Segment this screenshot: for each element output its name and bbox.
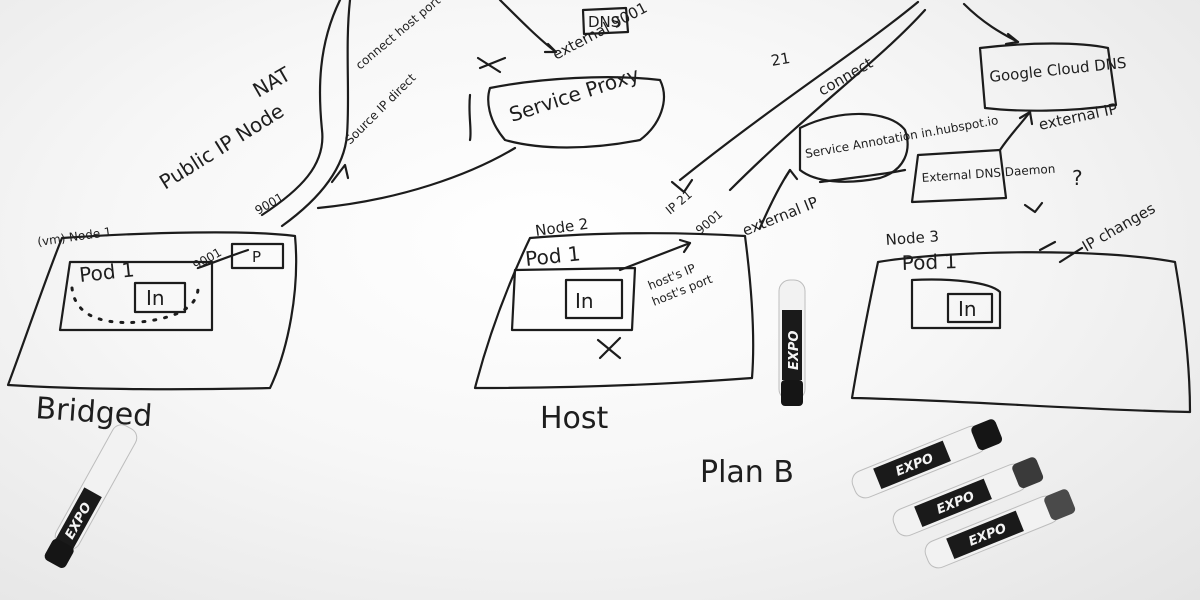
node3-label: Node 3 — [885, 227, 940, 249]
node1-label: (vm) Node 1 — [36, 225, 112, 249]
caret-mark — [1023, 201, 1044, 214]
dns-top-label: DNS — [588, 13, 620, 31]
arrow-head-daemon — [1018, 110, 1034, 126]
arrow-head-dns — [543, 42, 558, 54]
google-cloud-dns-box — [978, 42, 1118, 112]
nat-line-left — [260, 0, 342, 217]
node2-pod-label: Pod 1 — [524, 241, 582, 271]
node2-in-label: In — [575, 289, 594, 313]
marker-upright-brand: EXPO — [787, 331, 802, 370]
external-ip-top-label: external IP — [1037, 100, 1119, 134]
pod-to-host-ip-head — [678, 238, 692, 254]
node2-x-mark — [596, 336, 622, 360]
nat-label: NAT — [249, 62, 296, 103]
node1-9001-b-label: 9001 — [253, 190, 286, 217]
question-mark-label: ? — [1072, 166, 1083, 190]
public-ip-node-label: Public IP Node — [155, 99, 288, 195]
ip-change-dash-2 — [1058, 246, 1084, 264]
node1-box — [6, 231, 298, 391]
host-label: Host — [540, 401, 609, 436]
node1-p-label: P — [252, 248, 261, 266]
plan-b-label: Plan B — [700, 455, 794, 490]
node1-p-box — [230, 242, 285, 270]
line-to-node2-a — [678, 0, 920, 182]
ip-changes-label: IP changes — [1079, 199, 1159, 255]
node2-pod-box — [510, 266, 637, 332]
proxy-tick — [468, 93, 472, 142]
arrow-head-cloud-dns — [1004, 32, 1020, 46]
google-cloud-dns-label: Google Cloud DNS — [989, 54, 1128, 86]
line-cloud-to-daemon — [998, 110, 1032, 152]
external-ip-mid-label: external IP — [740, 193, 821, 240]
nat-line-right — [280, 0, 352, 228]
external-dns-daemon-box — [910, 148, 1008, 204]
node1-inner-box — [133, 281, 187, 314]
service-proxy-box — [487, 76, 665, 149]
node2-box — [473, 232, 755, 390]
handwriting: Public IP Node NAT connect host port Sou… — [34, 0, 1158, 490]
source-ip-direct-label: Source IP direct — [342, 71, 419, 148]
marker-left: EXPO — [44, 424, 138, 568]
arrow-source-ip — [330, 163, 350, 184]
node1-pod-label: Pod 1 — [78, 257, 136, 287]
x-mark-top-2 — [476, 56, 502, 74]
connection-lines — [196, 0, 1084, 272]
node3-pod-label: Pod 1 — [901, 249, 957, 275]
node1-pod-box — [58, 260, 214, 332]
node3-pod-box — [910, 278, 1002, 330]
service-proxy-label: Service Proxy — [506, 62, 642, 127]
node1-pod-link — [196, 248, 250, 270]
proxy-to-node1-line — [316, 146, 517, 210]
dns-box-top — [581, 6, 630, 36]
arrow-head-node2 — [670, 178, 694, 194]
service-annotation-box — [798, 112, 909, 183]
external-dns-daemon-label: External DNS Daemon — [921, 162, 1056, 185]
marker-stack-1: EXPO — [851, 419, 1003, 499]
number-21-label: 21 — [770, 49, 792, 70]
connect-label: connect — [815, 54, 876, 100]
bridged-label: Bridged — [34, 391, 153, 434]
service-annotation-label: Service Annotation in.hubspot.io — [804, 113, 999, 161]
node3-inner-box — [946, 292, 994, 324]
x-mark-top — [478, 56, 507, 70]
connect-host-port-label: connect host port — [353, 0, 443, 72]
ip-change-dash-1 — [1038, 240, 1057, 252]
node2-inner-box — [564, 278, 624, 320]
marker-upright: EXPO — [778, 279, 806, 406]
node2-label: Node 2 — [534, 215, 589, 240]
node2-9001-label: 9001 — [693, 207, 725, 237]
line-to-node2-b — [728, 8, 927, 192]
node3-box — [850, 251, 1192, 414]
node1-in-label: In — [146, 286, 165, 310]
node3-in-label: In — [958, 297, 977, 321]
node1-9001-a-label: 9001 — [191, 245, 224, 272]
marker-stack-3: EXPO — [924, 489, 1076, 569]
ip-21-label: IP 21 — [663, 187, 695, 217]
pod-to-host-ip-arrow — [618, 241, 692, 272]
annotation-arrow-head — [783, 168, 799, 181]
